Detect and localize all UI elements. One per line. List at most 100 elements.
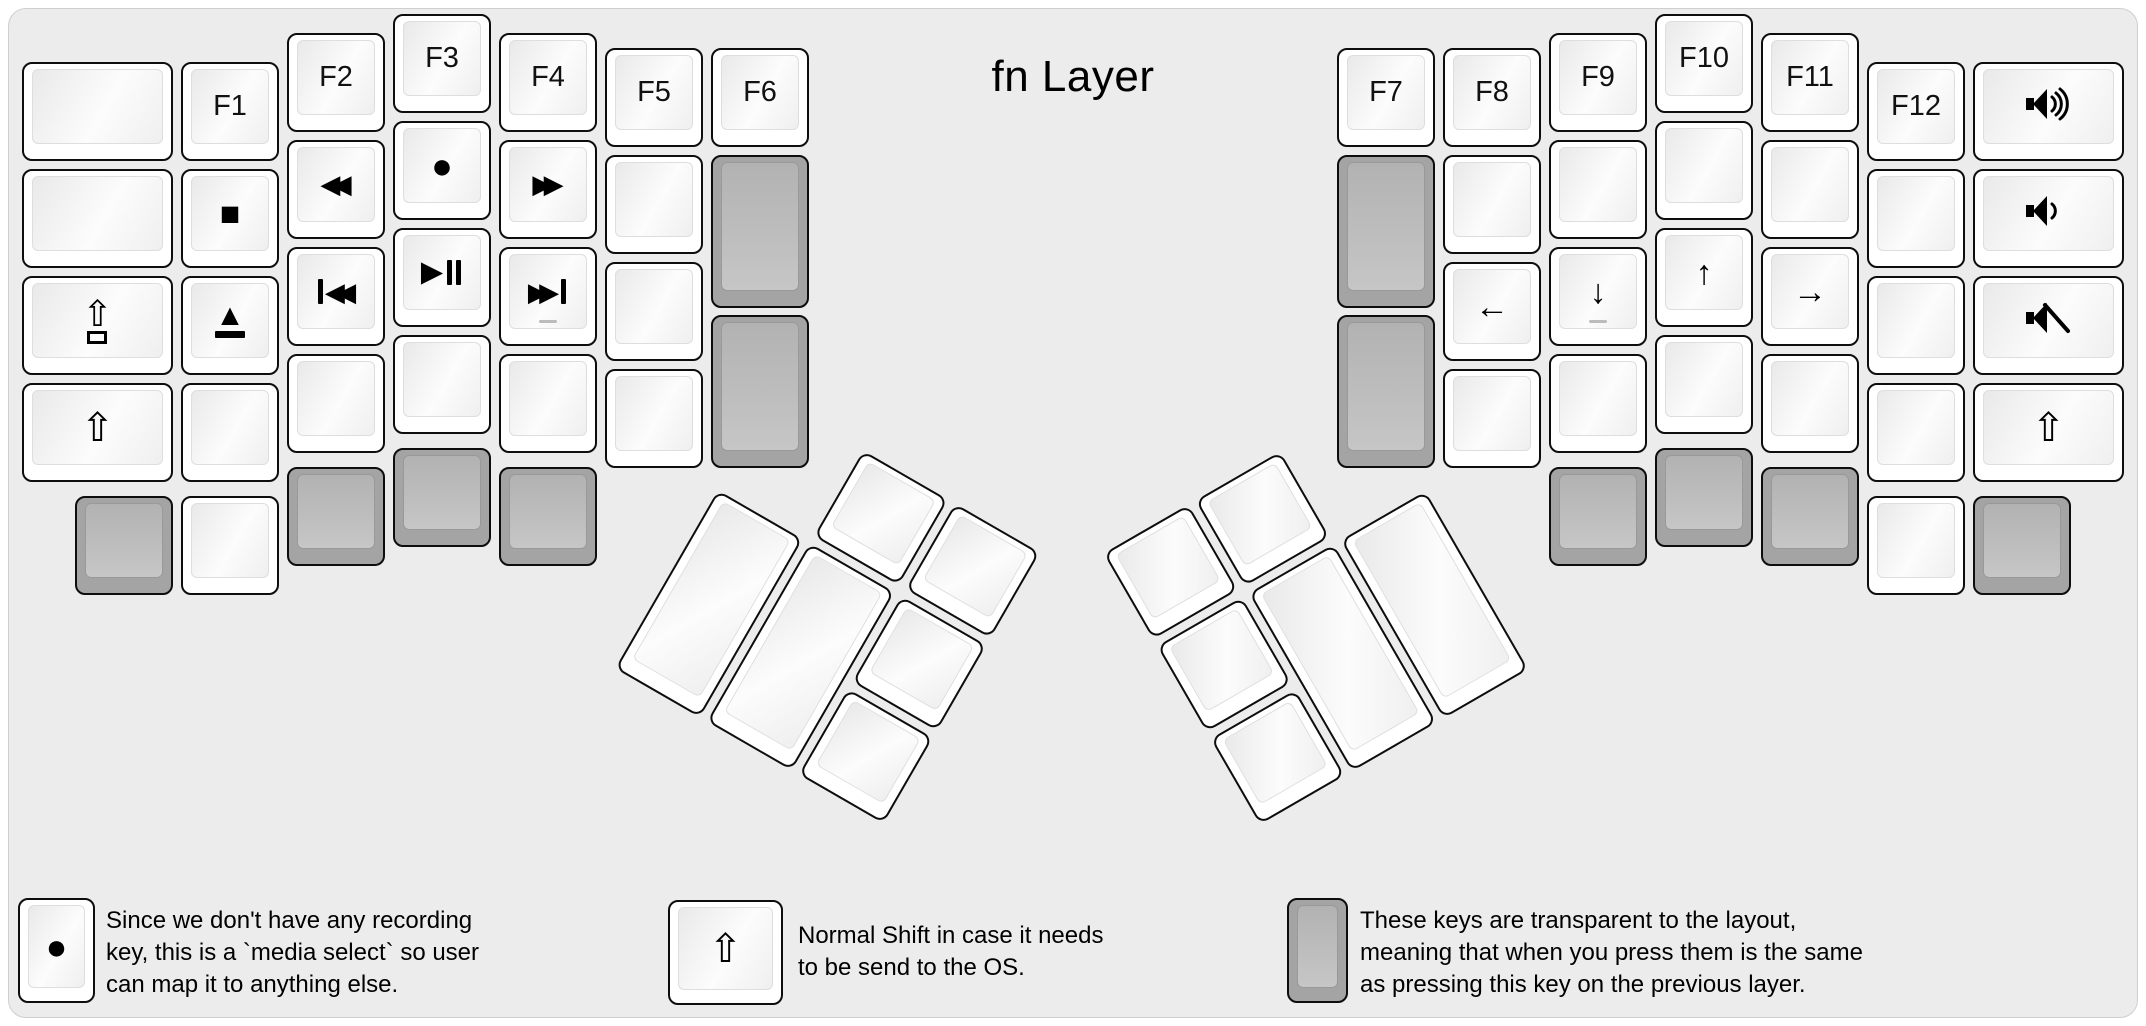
- key-shift-left[interactable]: ⇧: [22, 383, 173, 482]
- key-blank[interactable]: [1867, 383, 1965, 482]
- keytop: ▲: [191, 283, 269, 358]
- key-f6[interactable]: F6: [711, 48, 809, 147]
- key-f2[interactable]: F2: [287, 33, 385, 132]
- key-blank[interactable]: [22, 62, 173, 161]
- caps-lock-icon: ⇧: [82, 296, 113, 344]
- keytop: [509, 474, 587, 549]
- key-record[interactable]: ●: [393, 121, 491, 220]
- key-rewind[interactable]: ◀◀: [287, 140, 385, 239]
- key-transparent[interactable]: [75, 496, 173, 595]
- key-blank[interactable]: [605, 155, 703, 254]
- key-blank[interactable]: [605, 262, 703, 361]
- key-shift-right[interactable]: ⇧: [1973, 383, 2124, 482]
- key-transparent[interactable]: [1337, 155, 1435, 308]
- key-label: F2: [319, 61, 353, 93]
- key-f5[interactable]: F5: [605, 48, 703, 147]
- key-blank[interactable]: [1549, 140, 1647, 239]
- rewind-icon: ◀◀: [320, 169, 351, 199]
- keytop: [1665, 342, 1743, 417]
- key-blank[interactable]: [1867, 496, 1965, 595]
- key-f12[interactable]: F12: [1867, 62, 1965, 161]
- keytop: F6: [721, 55, 799, 130]
- key-blank[interactable]: [1443, 155, 1541, 254]
- key-label: F10: [1679, 42, 1729, 74]
- key-blank[interactable]: [1655, 335, 1753, 434]
- key-blank[interactable]: [22, 169, 173, 268]
- key-eject[interactable]: ▲: [181, 276, 279, 375]
- next-track-icon: ▶▶: [528, 279, 568, 305]
- key-blank[interactable]: [1761, 354, 1859, 453]
- key-transparent[interactable]: [1549, 467, 1647, 566]
- key-f1[interactable]: F1: [181, 62, 279, 161]
- keytop: ▶▶: [509, 254, 587, 329]
- record-icon: ●: [45, 925, 68, 967]
- key-transparent[interactable]: [287, 467, 385, 566]
- key-arrow-up[interactable]: ↑: [1655, 228, 1753, 327]
- legend-record-key: ●: [18, 898, 95, 1003]
- key-f7[interactable]: F7: [1337, 48, 1435, 147]
- keytop: ↑: [1665, 235, 1743, 310]
- keytop: ←: [1453, 269, 1531, 344]
- key-blank[interactable]: [287, 354, 385, 453]
- keytop: ▶▶: [509, 147, 587, 222]
- key-fast-forward[interactable]: ▶▶: [499, 140, 597, 239]
- key-blank[interactable]: [1761, 140, 1859, 239]
- key-volume-down[interactable]: [1973, 169, 2124, 268]
- keytop: [1559, 474, 1637, 549]
- homing-bar: [539, 320, 557, 323]
- key-arrow-left[interactable]: ←: [1443, 262, 1541, 361]
- keytop: F10: [1665, 21, 1743, 96]
- keytop: [85, 503, 163, 578]
- keytop: [615, 162, 693, 237]
- record-icon: ●: [431, 144, 453, 186]
- key-caps-lock[interactable]: ⇧: [22, 276, 173, 375]
- keytop: ◀◀: [297, 254, 375, 329]
- key-blank[interactable]: [1867, 276, 1965, 375]
- key-arrow-down[interactable]: ↓: [1549, 247, 1647, 346]
- keytop: [1771, 474, 1849, 549]
- key-f9[interactable]: F9: [1549, 33, 1647, 132]
- keytop: ◀◀: [297, 147, 375, 222]
- keytop: [1347, 162, 1425, 291]
- key-play-pause[interactable]: ▶: [393, 228, 491, 327]
- key-stop[interactable]: ■: [181, 169, 279, 268]
- key-transparent[interactable]: [1337, 315, 1435, 468]
- key-arrow-right[interactable]: →: [1761, 247, 1859, 346]
- keytop: [1559, 147, 1637, 222]
- key-transparent[interactable]: [711, 155, 809, 308]
- key-transparent[interactable]: [393, 448, 491, 547]
- key-next-track[interactable]: ▶▶: [499, 247, 597, 346]
- key-transparent[interactable]: [499, 467, 597, 566]
- keytop: ⇧: [32, 283, 163, 358]
- keytop: F4: [509, 40, 587, 115]
- key-blank[interactable]: [499, 354, 597, 453]
- key-blank[interactable]: [393, 335, 491, 434]
- key-f10[interactable]: F10: [1655, 14, 1753, 113]
- key-transparent[interactable]: [711, 315, 809, 468]
- key-f4[interactable]: F4: [499, 33, 597, 132]
- key-blank[interactable]: [605, 369, 703, 468]
- keytop: [1453, 376, 1531, 451]
- key-volume-mute[interactable]: [1973, 276, 2124, 375]
- keytop: F5: [615, 55, 693, 130]
- key-volume-up[interactable]: [1973, 62, 2124, 161]
- arrow-right-icon: →: [1793, 272, 1827, 311]
- keytop: F7: [1347, 55, 1425, 130]
- keytop: [32, 69, 163, 144]
- key-f11[interactable]: F11: [1761, 33, 1859, 132]
- key-transparent[interactable]: [1761, 467, 1859, 566]
- key-transparent[interactable]: [1655, 448, 1753, 547]
- key-blank[interactable]: [1867, 169, 1965, 268]
- key-blank[interactable]: [181, 383, 279, 482]
- key-f8[interactable]: F8: [1443, 48, 1541, 147]
- key-prev-track[interactable]: ◀◀: [287, 247, 385, 346]
- key-blank[interactable]: [1443, 369, 1541, 468]
- key-blank[interactable]: [181, 496, 279, 595]
- play-pause-icon: ▶: [421, 258, 463, 287]
- eject-icon: ▲: [215, 300, 245, 338]
- key-blank[interactable]: [1549, 354, 1647, 453]
- key-f3[interactable]: F3: [393, 14, 491, 113]
- keytop: [403, 342, 481, 417]
- key-transparent[interactable]: [1973, 496, 2071, 595]
- key-blank[interactable]: [1655, 121, 1753, 220]
